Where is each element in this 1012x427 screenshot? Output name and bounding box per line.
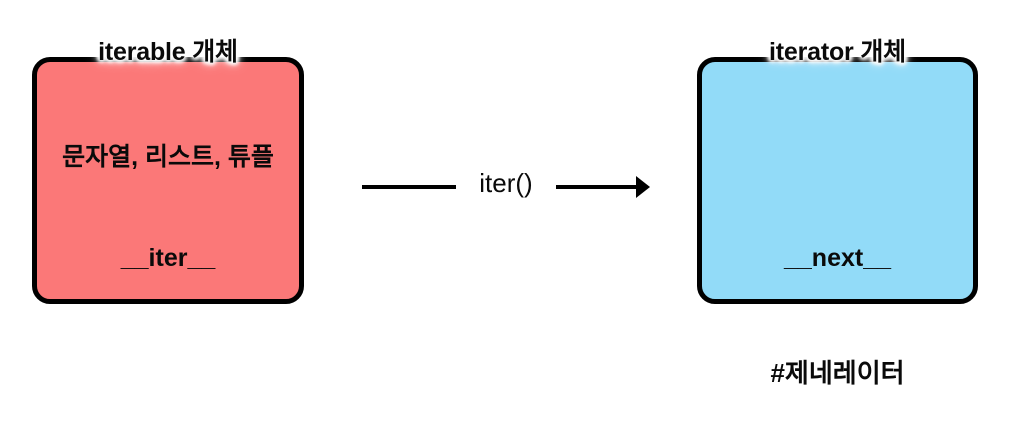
arrow-line-right-segment (556, 185, 638, 189)
arrow-label-iter: iter() (479, 168, 533, 198)
arrow-head-icon (636, 176, 650, 198)
iterable-dunder-iter-label: __iter__ (120, 244, 216, 272)
generator-annotation-label: #제네레이터 (770, 358, 905, 388)
iterator-node-title: iterator 개체 (769, 38, 906, 66)
iterable-types-label: 문자열, 리스트, 튜플 (62, 143, 274, 171)
iterator-node-box: iterator 개체 __next__ (697, 40, 978, 304)
iterator-dunder-next-label: __next__ (783, 244, 892, 272)
arrow-line-left-segment (362, 185, 456, 189)
iter-arrow: iter() (355, 160, 655, 216)
iterable-node-box: iterable 개체 문자열, 리스트, 튜플 __iter__ (32, 40, 304, 304)
iterable-node-title: iterable 개체 (98, 38, 238, 66)
